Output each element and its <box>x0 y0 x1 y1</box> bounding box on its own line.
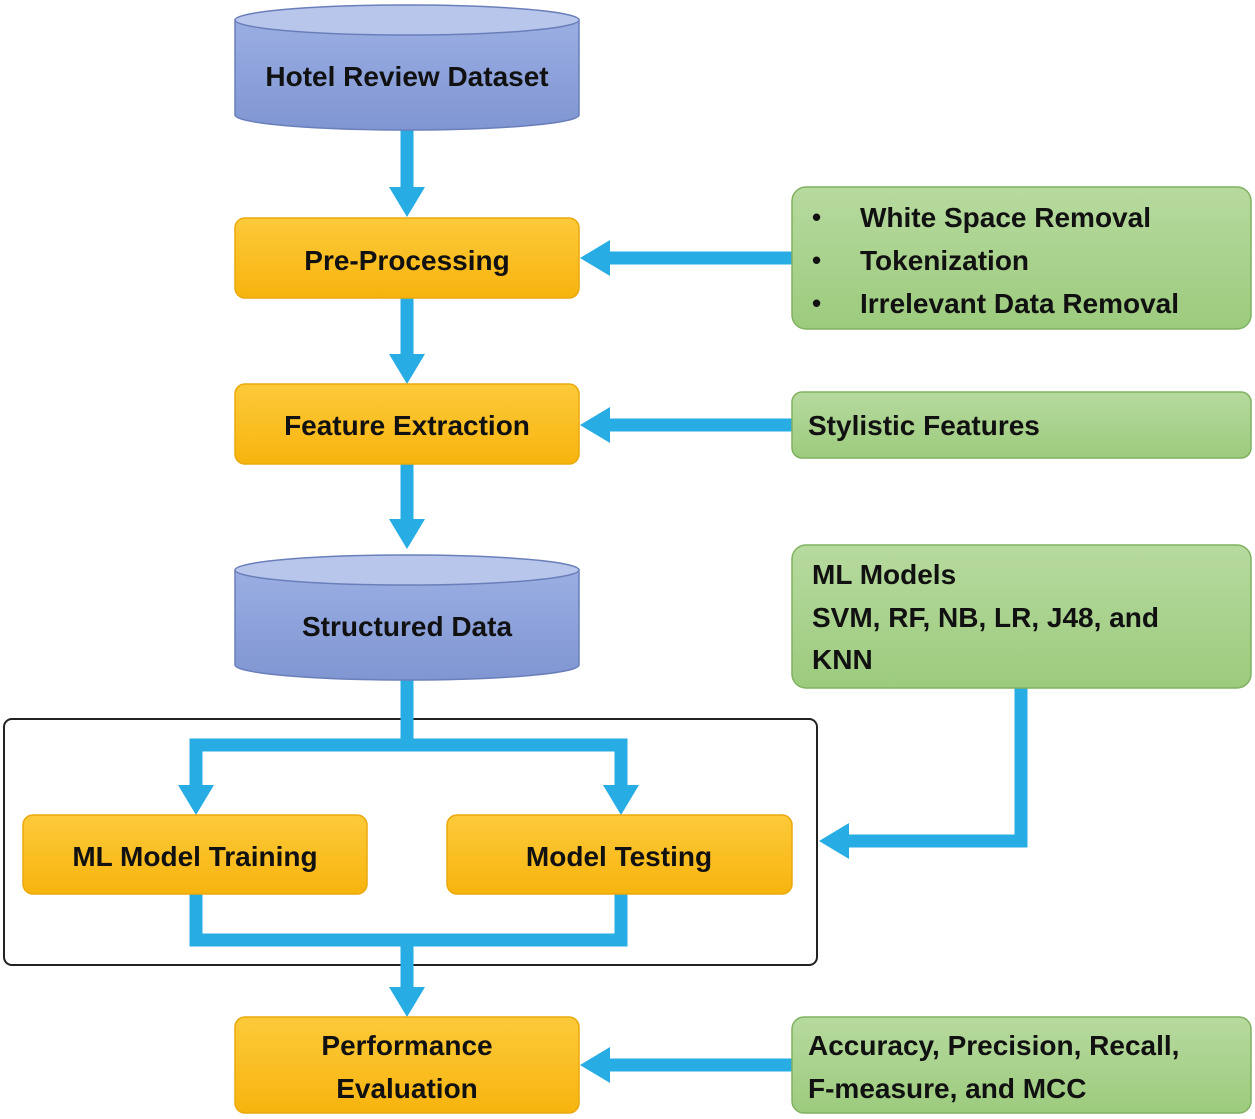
metrics-line-1: Accuracy, Precision, Recall, <box>808 1030 1179 1061</box>
connectors <box>178 130 1028 1083</box>
structured-data-cylinder-top <box>234 554 580 586</box>
arrowhead-down-icon <box>603 785 639 815</box>
dataset-cylinder-top <box>234 4 580 36</box>
preprocessing-step-2: Tokenization <box>860 245 1029 276</box>
feature-extraction-box: Feature Extraction <box>234 383 580 465</box>
models-line-3: KNN <box>812 644 873 675</box>
evaluation-label-line2: Evaluation <box>336 1073 478 1104</box>
connector-training-to-join <box>189 893 407 947</box>
bullet-icon: • <box>812 288 821 318</box>
training-label: ML Model Training <box>72 841 317 872</box>
structured-data-cylinder: Structured Data <box>234 554 580 681</box>
arrowhead-down-icon <box>178 785 214 815</box>
features-label: Stylistic Features <box>808 410 1040 441</box>
arrowhead-left-icon <box>819 823 849 859</box>
testing-label: Model Testing <box>526 841 712 872</box>
arrowhead-down-icon <box>389 187 425 217</box>
bullet-icon: • <box>812 245 821 275</box>
testing-box: Model Testing <box>446 814 793 895</box>
preprocessing-step-1: White Space Removal <box>860 202 1151 233</box>
models-line-2: SVM, RF, NB, LR, J48, and <box>812 602 1159 633</box>
connector-split-to-training <box>189 738 407 788</box>
arrowhead-down-icon <box>389 354 425 384</box>
preprocessing-box: Pre-Processing <box>234 217 580 299</box>
connector-split-to-testing <box>407 738 628 788</box>
preprocessing-step-3: Irrelevant Data Removal <box>860 288 1179 319</box>
feature-extraction-label: Feature Extraction <box>284 410 530 441</box>
evaluation-label-line1: Performance <box>321 1030 492 1061</box>
arrowhead-down-icon <box>389 987 425 1017</box>
models-box: ML Models SVM, RF, NB, LR, J48, and KNN <box>791 544 1252 689</box>
models-line-1: ML Models <box>812 559 956 590</box>
dataset-cylinder-body <box>234 19 580 131</box>
structured-data-cylinder-body <box>234 569 580 681</box>
arrowhead-left-icon <box>580 1047 610 1083</box>
arrowhead-down-icon <box>389 519 425 549</box>
features-box: Stylistic Features <box>791 391 1252 459</box>
metrics-box: Accuracy, Precision, Recall, F-measure, … <box>791 1016 1252 1114</box>
bullet-icon: • <box>812 202 821 232</box>
training-box: ML Model Training <box>22 814 368 895</box>
metrics-line-2: F-measure, and MCC <box>808 1073 1087 1104</box>
evaluation-box: Performance Evaluation <box>234 1016 580 1114</box>
dataset-label: Hotel Review Dataset <box>265 61 548 92</box>
dataset-cylinder: Hotel Review Dataset <box>234 4 580 131</box>
arrowhead-left-icon <box>580 240 610 276</box>
structured-data-label: Structured Data <box>302 611 512 642</box>
preprocessing-steps-box: • White Space Removal • Tokenization • I… <box>791 186 1252 330</box>
connector-testing-to-join <box>407 893 628 947</box>
preprocessing-label: Pre-Processing <box>304 245 509 276</box>
connector-models-to-testing <box>845 688 1028 848</box>
arrowhead-left-icon <box>580 407 610 443</box>
